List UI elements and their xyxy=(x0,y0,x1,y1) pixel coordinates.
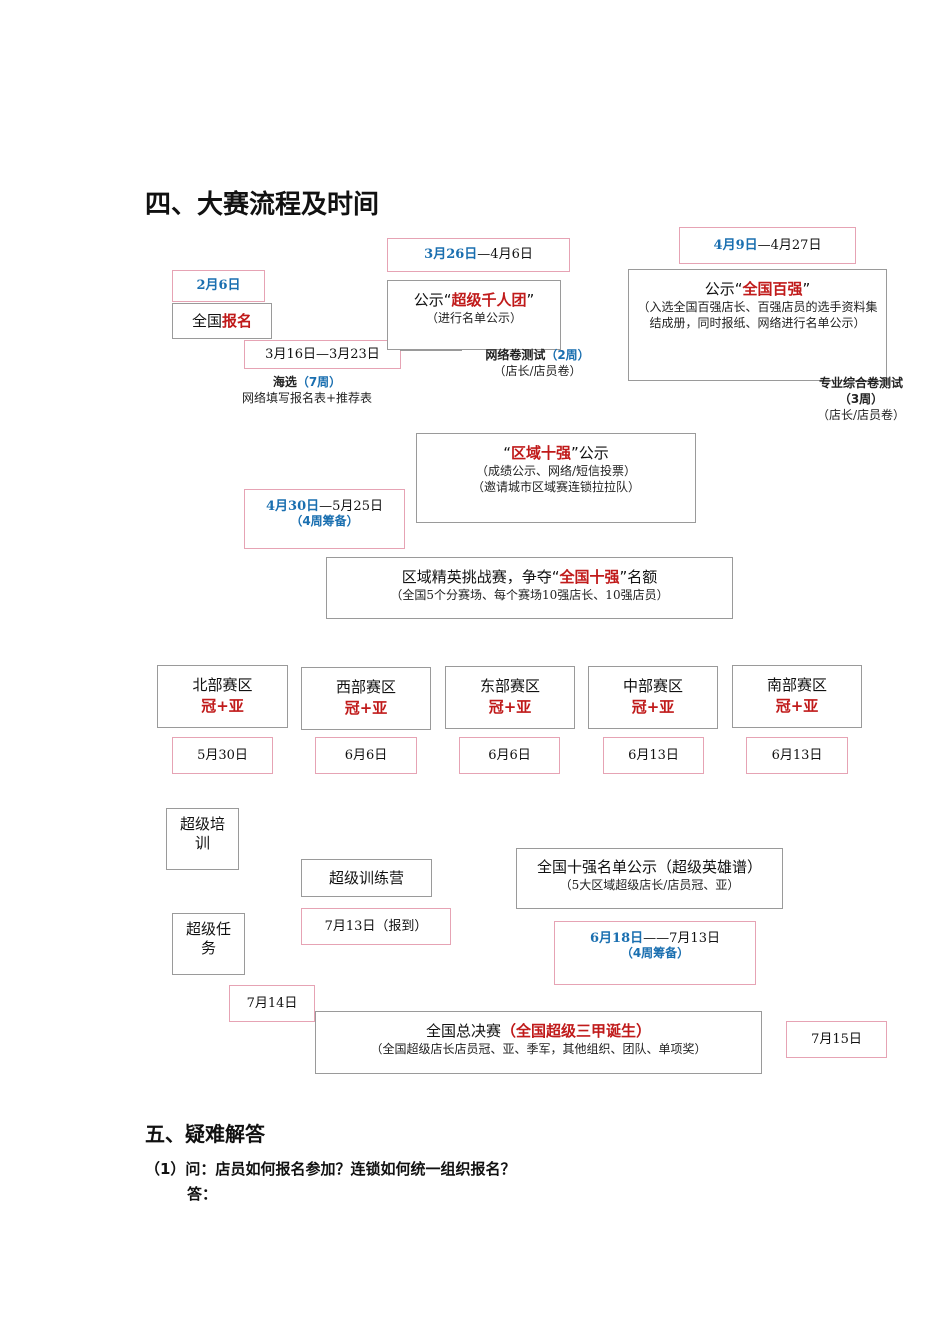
top100-highlight: 全国百强 xyxy=(742,280,803,298)
regional-challenge-sub: （全国5个分赛场、每个赛场10强店长、10强店员） xyxy=(390,588,669,602)
final-title: 全国总决赛 xyxy=(425,1022,501,1040)
top100-pre: 公示“ xyxy=(704,280,743,298)
regional-top10-line2: （邀请城市区域赛连锁拉拉队） xyxy=(471,480,640,494)
prep-4weeks-box: 4月30日—5月25日 （4周筹备） xyxy=(244,489,405,549)
region-award: 冠+亚 xyxy=(488,698,532,716)
top100-date-end: —4月27日 xyxy=(757,238,822,253)
thousand-group-date: 3月26日—4月6日 xyxy=(387,238,570,272)
regional-top10-highlight: 区域十强 xyxy=(510,444,571,462)
online-test-title: 网络卷测试 xyxy=(485,348,546,362)
regional-top10-line1: （成绩公示、网络/短信投票） xyxy=(475,464,637,478)
region-east-date: 6月6日 xyxy=(459,737,560,774)
prep-4weeks-date-end: —5月25日 xyxy=(319,499,383,514)
region-east: 东部赛区 冠+亚 xyxy=(445,666,575,729)
final-box: 全国总决赛（全国超级三甲诞生） （全国超级店长店员冠、亚、季军，其他组织、团队、… xyxy=(315,1011,762,1074)
connector-line xyxy=(400,350,462,351)
thousand-group-box: 公示“超级千人团” （进行名单公示） xyxy=(387,280,561,350)
final-prep-date-end: ——7月13日 xyxy=(643,931,720,946)
thousand-group-pre: 公示“ xyxy=(413,291,452,309)
thousand-group-date-end: —4月6日 xyxy=(477,247,533,262)
region-award: 冠+亚 xyxy=(344,699,388,717)
final-post-date: 7月15日 xyxy=(786,1021,887,1058)
final-prep-box: 6月18日——7月13日 （4周筹备） xyxy=(554,921,756,985)
regional-challenge-highlight: 全国十强 xyxy=(559,568,620,586)
final-prep-date-start: 6月18日 xyxy=(590,931,644,946)
audition-title: 海选 xyxy=(272,375,297,389)
regional-top10-pre: “ xyxy=(503,444,511,462)
audition-weeks: （7周） xyxy=(296,375,342,389)
question-1: （1）问：店员如何报名参加？连锁如何统一组织报名？ xyxy=(145,1160,516,1178)
top100-date: 4月9日—4月27日 xyxy=(679,227,856,264)
region-name: 南部赛区 xyxy=(766,676,827,694)
region-name: 中部赛区 xyxy=(622,677,683,695)
region-north: 北部赛区 冠+亚 xyxy=(157,665,288,728)
section-4-heading: 四、大赛流程及时间 xyxy=(145,190,380,220)
super-training-box: 超级培训 xyxy=(166,808,239,870)
region-name: 西部赛区 xyxy=(335,678,396,696)
prep-4weeks-sub: （4周筹备） xyxy=(290,514,359,528)
top100-box: 公示“全国百强” （入选全国百强店长、百强店员的选手资料集结成册，同时报纸、网络… xyxy=(628,269,887,381)
registration-highlight: 报名 xyxy=(222,312,253,330)
national-top10-box: 全国十强名单公示（超级英雄谱） （5大区域超级店长/店员冠、亚） xyxy=(516,848,783,909)
thousand-group-date-start: 3月26日 xyxy=(424,247,478,262)
registration-date: 2月6日 xyxy=(172,270,265,302)
super-camp-box: 超级训练营 xyxy=(301,859,432,897)
section-5-heading: 五、疑难解答 xyxy=(145,1122,265,1146)
region-west-date: 6月6日 xyxy=(315,737,417,774)
thousand-group-post: ” xyxy=(526,291,535,309)
pro-test-block: 专业综合卷测试 （3周） （店长/店员卷） xyxy=(805,375,917,423)
top100-post: ” xyxy=(802,280,811,298)
regional-top10-post: ”公示 xyxy=(571,444,609,462)
top100-date-start: 4月9日 xyxy=(713,238,758,253)
online-test-block: 网络卷测试（2周） （店长/店员卷） xyxy=(470,347,605,379)
region-south-date: 6月13日 xyxy=(746,737,848,774)
thousand-group-sub: （进行名单公示） xyxy=(425,311,522,325)
pro-test-sub: （店长/店员卷） xyxy=(816,408,906,422)
thousand-group-highlight: 超级千人团 xyxy=(451,291,527,309)
registration-prefix: 全国 xyxy=(191,312,222,330)
region-west: 西部赛区 冠+亚 xyxy=(301,667,431,730)
top100-desc: （入选全国百强店长、百强店员的选手资料集结成册，同时报纸、网络进行名单公示） xyxy=(637,300,878,330)
regional-challenge-box: 区域精英挑战赛，争夺“全国十强”名额 （全国5个分赛场、每个赛场10强店长、10… xyxy=(326,557,733,619)
pro-test-weeks: （3周） xyxy=(838,392,884,406)
final-pre-date: 7月14日 xyxy=(229,985,315,1022)
region-award: 冠+亚 xyxy=(201,697,244,715)
pro-test-title: 专业综合卷测试 xyxy=(818,376,903,390)
region-name: 北部赛区 xyxy=(192,676,253,694)
online-test-weeks: （2周） xyxy=(545,348,590,362)
region-central-date: 6月13日 xyxy=(603,737,704,774)
final-prep-sub: （4周筹备） xyxy=(620,946,690,960)
registration-box: 全国报名 xyxy=(172,303,272,339)
national-top10-sub: （5大区域超级店长/店员冠、亚） xyxy=(559,878,740,892)
final-sub: （全国超级店长店员冠、亚、季军，其他组织、团队、单项奖） xyxy=(370,1042,707,1056)
prep-4weeks-date-start: 4月30日 xyxy=(266,499,320,514)
regional-challenge-post: ”名额 xyxy=(619,568,658,586)
region-award: 冠+亚 xyxy=(775,697,819,715)
final-title-highlight: （全国超级三甲诞生） xyxy=(501,1022,652,1040)
region-name: 东部赛区 xyxy=(479,677,540,695)
super-task-box: 超级任务 xyxy=(172,913,245,975)
regional-challenge-pre: 区域精英挑战赛，争夺“ xyxy=(401,568,560,586)
super-camp-date: 7月13日（报到） xyxy=(301,908,451,945)
regional-top10-box: “区域十强”公示 （成绩公示、网络/短信投票） （邀请城市区域赛连锁拉拉队） xyxy=(416,433,696,523)
national-top10-title: 全国十强名单公示（超级英雄谱） xyxy=(536,858,762,876)
audition-date: 3月16日—3月23日 xyxy=(244,340,401,369)
region-south: 南部赛区 冠+亚 xyxy=(732,665,862,728)
answer-1: 答： xyxy=(187,1185,218,1203)
region-north-date: 5月30日 xyxy=(172,737,273,774)
region-award: 冠+亚 xyxy=(631,698,675,716)
region-central: 中部赛区 冠+亚 xyxy=(588,666,718,729)
audition-block: 海选（7周） 网络填写报名表+推荐表 xyxy=(214,374,400,406)
audition-desc: 网络填写报名表+推荐表 xyxy=(241,391,373,405)
online-test-sub: （店长/店员卷） xyxy=(493,364,582,378)
